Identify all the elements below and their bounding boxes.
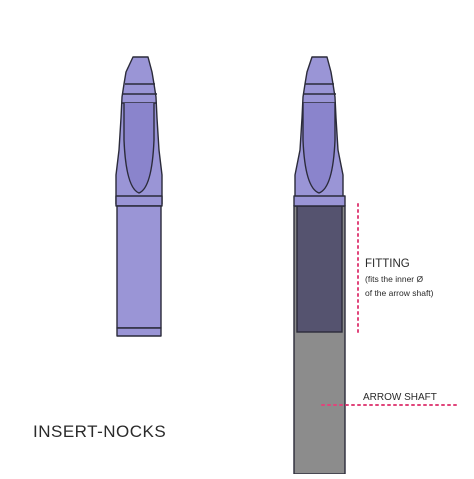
fitting-note-line2: of the arrow shaft) <box>365 288 434 298</box>
nock-shank-cap <box>116 327 162 337</box>
mounted-insert-nock <box>293 56 346 475</box>
fitting-insert <box>296 205 343 333</box>
mounted-nock-collar <box>293 195 346 207</box>
fitting-label: FITTING <box>365 258 410 270</box>
fitting-note-line1: (fits the inner Ø <box>365 274 423 284</box>
nock-slot <box>123 103 155 194</box>
nock-collar <box>115 195 163 207</box>
arrow-shaft-label: ARROW SHAFT <box>363 392 437 403</box>
diagram-title: INSERT-NOCKS <box>33 422 166 441</box>
mounted-nock-slot <box>302 103 336 194</box>
nock-shank <box>116 205 162 329</box>
standalone-insert-nock <box>115 56 163 337</box>
